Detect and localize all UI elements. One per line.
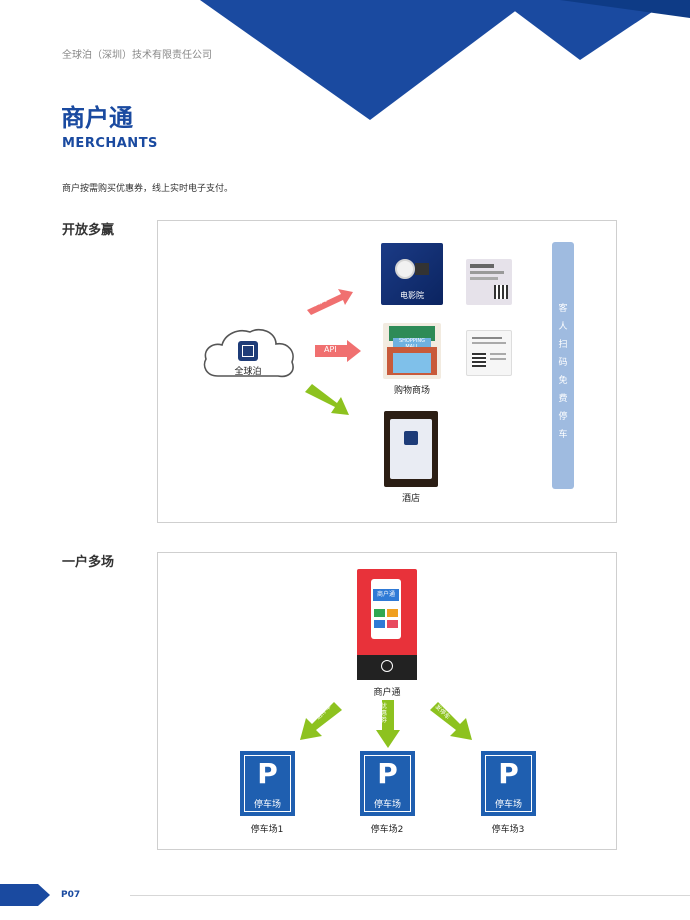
phone-screen-title: 商户通 — [373, 589, 399, 601]
merchant-app-phone-image: 商户通 — [357, 569, 417, 680]
hotel-image — [384, 411, 438, 487]
shopping-mall-image: SHOPPING MALL — [383, 323, 441, 379]
footer-tab-decoration — [0, 884, 50, 906]
mall-label: 购物商场 — [393, 386, 430, 396]
cinema-overlay-text: 电影院 — [400, 291, 424, 300]
api-arrow-2 — [315, 340, 361, 362]
page-description: 商户按需购买优惠券，线上实时电子支付。 — [62, 184, 234, 194]
parking-lot-1-label: 停车场1 — [250, 825, 284, 835]
page-number: P07 — [61, 890, 81, 900]
film-reel-icon — [395, 259, 415, 279]
phone-label: 商户通 — [373, 688, 401, 698]
header-decoration — [200, 0, 690, 120]
parking-sign-text: 停车场 — [253, 800, 281, 810]
quanqiupo-logo-icon — [238, 341, 258, 361]
parking-sign-1: P 停车场 — [240, 751, 295, 816]
parking-letter: P — [498, 757, 519, 790]
parking-letter: P — [377, 757, 398, 790]
parking-sign-text: 停车场 — [373, 800, 401, 810]
section-title-multi-lot: 一户多场 — [62, 555, 115, 570]
parking-sign-3: P 停车场 — [481, 751, 536, 816]
parking-lot-2-label: 停车场2 — [370, 825, 404, 835]
clapper-icon — [415, 263, 429, 275]
hotel-device-logo-icon — [404, 431, 418, 445]
green-arrow-hotel — [305, 384, 349, 415]
mall-receipt-image — [466, 330, 512, 376]
scan-free-parking-bar — [552, 242, 574, 489]
page-subtitle: MERCHANTS — [62, 136, 158, 151]
green-arrow-lot-2 — [376, 700, 400, 748]
parking-sign-2: P 停车场 — [360, 751, 415, 816]
api-arrow-2-label: API — [324, 345, 337, 354]
phone-logo-icon — [381, 660, 393, 672]
page-title: 商户通 — [61, 104, 133, 132]
parking-sign-text: 停车场 — [494, 800, 522, 810]
green-arrow-lot-2-label: 优惠券 — [381, 703, 388, 724]
company-name: 全球泊（深圳）技术有限责任公司 — [62, 50, 212, 61]
qr-code-icon — [494, 285, 508, 299]
section-title-open-win: 开放多赢 — [62, 223, 115, 238]
cinema-image: 电影院 — [381, 243, 443, 305]
api-arrow-1 — [307, 289, 353, 315]
parking-lot-3-label: 停车场3 — [491, 825, 525, 835]
cloud-label: 全球泊 — [234, 367, 262, 377]
cinema-ticket-image — [466, 259, 512, 305]
hotel-label: 酒店 — [401, 494, 420, 504]
green-arrow-lot-1 — [300, 702, 342, 740]
qr-code-icon — [472, 353, 486, 367]
footer-divider — [130, 895, 690, 896]
scan-free-parking-text: 客人扫码免费停车 — [558, 304, 568, 440]
green-arrow-lot-3 — [430, 702, 472, 740]
parking-letter: P — [257, 757, 278, 790]
